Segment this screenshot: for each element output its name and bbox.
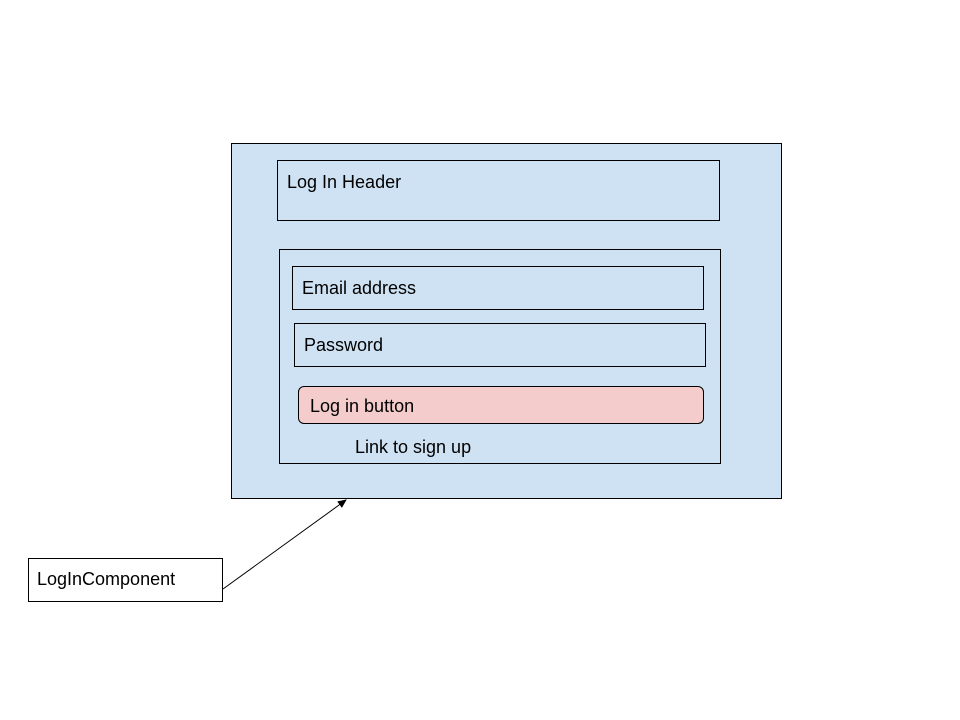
login-component-container <box>231 143 782 499</box>
login-button-label: Log in button <box>310 396 415 416</box>
login-form-box <box>279 249 721 464</box>
login-button[interactable]: Log in button <box>298 386 704 424</box>
password-field[interactable]: Password <box>294 323 706 367</box>
annotation-arrow-line <box>222 499 347 590</box>
signup-link[interactable]: Link to sign up <box>355 437 472 457</box>
password-field-label: Password <box>304 335 384 355</box>
component-annotation-label: LogInComponent <box>37 569 176 589</box>
login-header-label: Log In Header <box>287 172 402 192</box>
email-field[interactable]: Email address <box>292 266 704 310</box>
component-annotation-box: LogInComponent <box>28 558 223 602</box>
login-header-box: Log In Header <box>277 160 720 221</box>
email-field-label: Email address <box>302 278 417 298</box>
